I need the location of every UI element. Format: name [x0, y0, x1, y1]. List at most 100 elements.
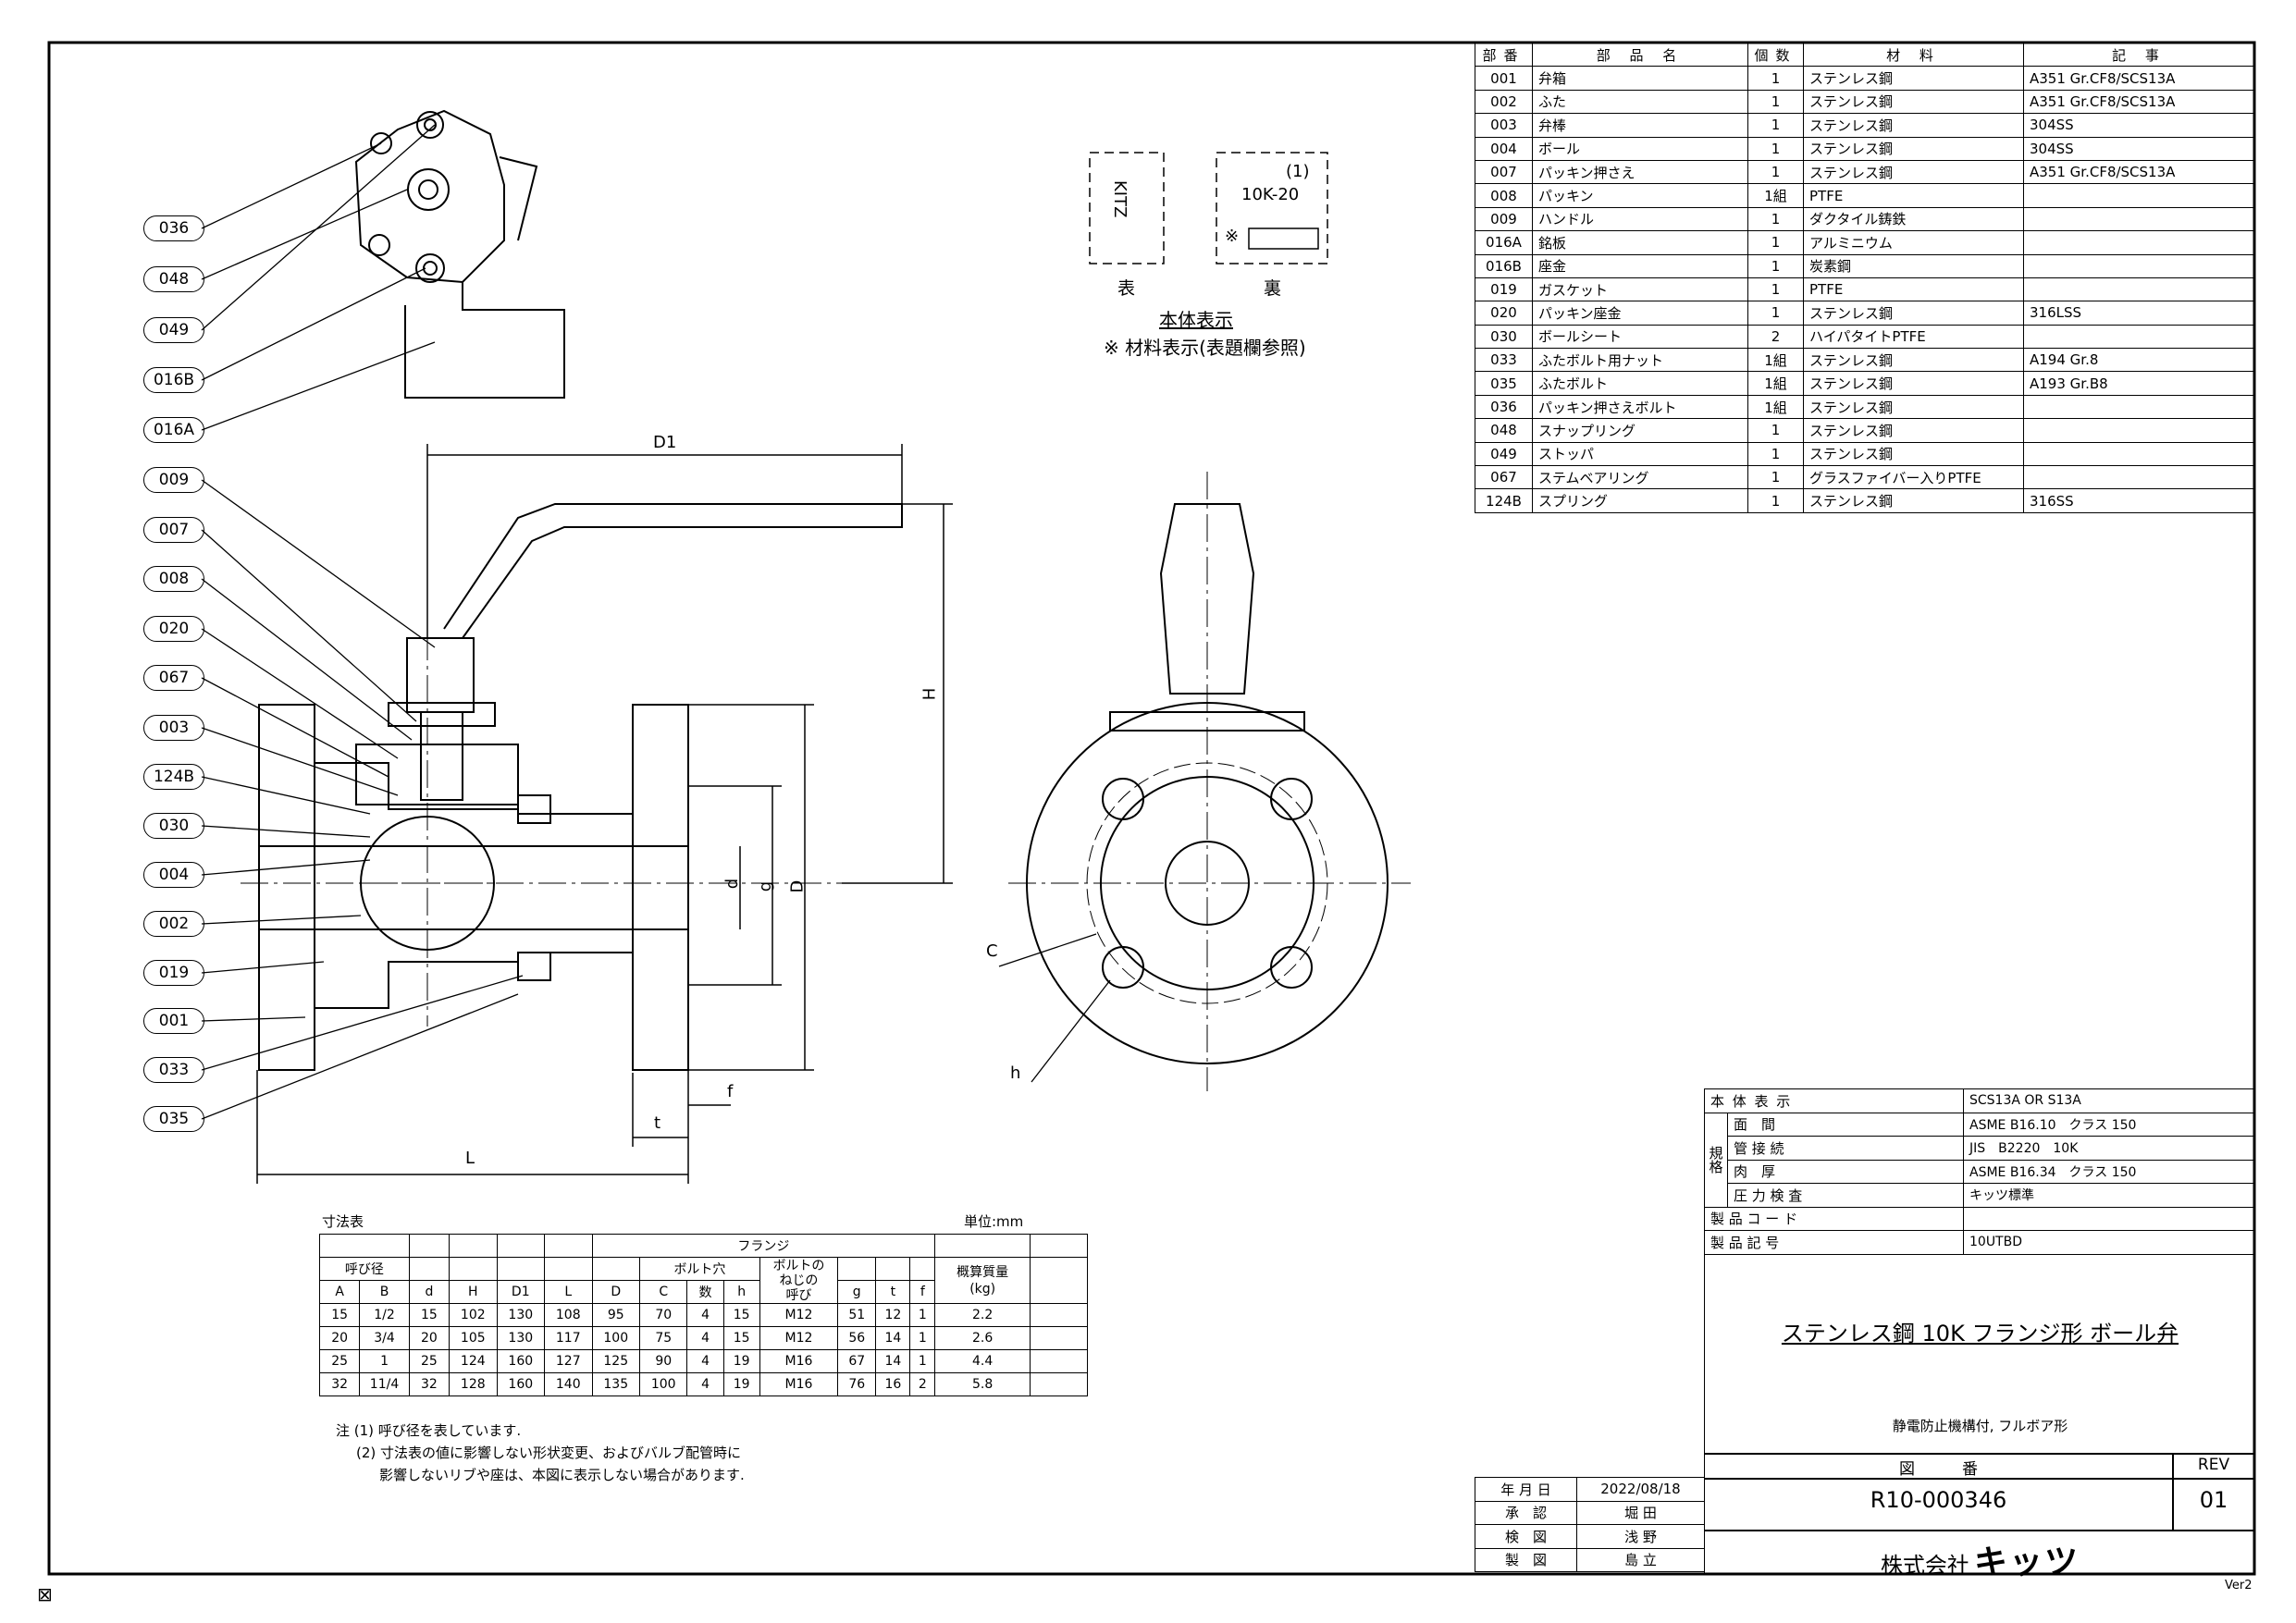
table-cell: ハンドル: [1532, 206, 1748, 232]
table-cell: 15: [408, 1303, 451, 1327]
table-cell: ステンレス鋼: [1803, 159, 2024, 185]
parts-header-cell: 部番: [1475, 42, 1533, 68]
table-cell: SCS13A OR S13A: [1963, 1088, 2255, 1113]
table-cell: 25: [318, 1349, 361, 1373]
balloon: 067: [143, 665, 204, 691]
table-cell: t: [875, 1280, 911, 1304]
table-cell: 製 図: [1475, 1547, 1577, 1572]
table-cell: d: [408, 1280, 451, 1304]
table-cell: A351 Gr.CF8/SCS13A: [2023, 66, 2255, 91]
table-cell: ボール: [1532, 136, 1748, 161]
table-cell: 160: [496, 1372, 546, 1396]
dim-note-3: 影響しないリブや座は、本図に表示しない場合があります.: [379, 1467, 745, 1483]
table-cell: 1/2: [359, 1303, 410, 1327]
table-cell: 座金: [1532, 253, 1748, 278]
table-cell: 面 間: [1727, 1112, 1964, 1137]
table-cell: [2023, 394, 2255, 420]
parts-header-cell: 部 品 名: [1532, 42, 1748, 68]
dim-t: t: [654, 1113, 661, 1133]
table-cell: 1: [909, 1326, 936, 1350]
table-cell: 130: [496, 1326, 546, 1350]
table-cell: 1: [909, 1349, 936, 1373]
table-cell: JIS B2220 10K: [1963, 1136, 2255, 1161]
table-cell: パッキン押さえボルト: [1532, 394, 1748, 420]
table-cell: 4: [686, 1303, 724, 1327]
table-cell: 1: [1747, 301, 1804, 326]
company-logo: キッツ: [1974, 1543, 2080, 1581]
table-cell: キッツ標準: [1963, 1183, 2255, 1208]
table-cell: [496, 1234, 546, 1258]
table-cell: f: [909, 1280, 936, 1304]
table-cell: 1: [1747, 277, 1804, 302]
table-cell: 008: [1475, 183, 1533, 208]
table-cell: [1030, 1326, 1088, 1350]
table-cell: パッキン: [1532, 183, 1748, 208]
table-cell: 20: [408, 1326, 451, 1350]
table-cell: 316LSS: [2023, 301, 2255, 326]
table-cell: ボルト穴: [638, 1257, 760, 1281]
table-cell: ステンレス鋼: [1803, 89, 2024, 115]
table-cell: 1組: [1747, 348, 1804, 373]
table-cell: ASME B16.10 クラス 150: [1963, 1112, 2255, 1137]
parts-header-cell: 個数: [1747, 42, 1804, 68]
table-cell: [408, 1257, 451, 1281]
table-cell: 127: [544, 1349, 593, 1373]
table-cell: ステンレス鋼: [1803, 301, 2024, 326]
table-cell: スナップリング: [1532, 418, 1748, 443]
marking-front-label: 表: [1117, 278, 1136, 299]
end-view: [998, 472, 1411, 1091]
table-cell: 90: [638, 1349, 688, 1373]
table-cell: [1030, 1349, 1088, 1373]
table-cell: 160: [496, 1349, 546, 1373]
table-cell: [2023, 418, 2255, 443]
nameplate-view: [354, 109, 565, 399]
table-cell: [2023, 230, 2255, 255]
table-cell: [2023, 253, 2255, 278]
balloon: 048: [143, 266, 204, 292]
table-cell: ステンレス鋼: [1803, 113, 2024, 138]
table-cell: 年 月 日: [1475, 1477, 1577, 1502]
marking-back-mark: ※: [1225, 227, 1240, 246]
table-cell: PTFE: [1803, 183, 2024, 208]
table-cell: 035: [1475, 371, 1533, 396]
table-cell: [544, 1257, 593, 1281]
table-cell: [2023, 324, 2255, 350]
table-cell: スプリング: [1532, 488, 1748, 513]
table-cell: [449, 1234, 498, 1258]
dim-table-unit: 単位:mm: [964, 1213, 1024, 1230]
table-cell: 009: [1475, 206, 1533, 232]
table-cell: 弁箱: [1532, 66, 1748, 91]
dim-L: L: [465, 1149, 475, 1168]
table-cell: 本 体 表 示: [1704, 1088, 1964, 1113]
table-cell: [875, 1257, 911, 1281]
table-cell: 016B: [1475, 253, 1533, 278]
table-cell: 島 立: [1576, 1547, 1705, 1572]
table-cell: 304SS: [2023, 113, 2255, 138]
spec-group-label: 規格: [1704, 1112, 1728, 1208]
table-cell: フランジ: [591, 1234, 936, 1258]
parts-header-row: 部番部 品 名個数材 料記 事: [1475, 42, 2255, 68]
dim-f: f: [727, 1082, 734, 1101]
table-cell: 1: [1747, 488, 1804, 513]
drawing-title: ステンレス鋼 10K フランジ形 ボール弁: [1781, 1321, 2179, 1346]
table-cell: M16: [759, 1349, 839, 1373]
table-cell: ステンレス鋼: [1803, 66, 2024, 91]
table-cell: 15: [722, 1326, 760, 1350]
rev-label: REV: [2197, 1456, 2230, 1474]
table-cell: 036: [1475, 394, 1533, 420]
